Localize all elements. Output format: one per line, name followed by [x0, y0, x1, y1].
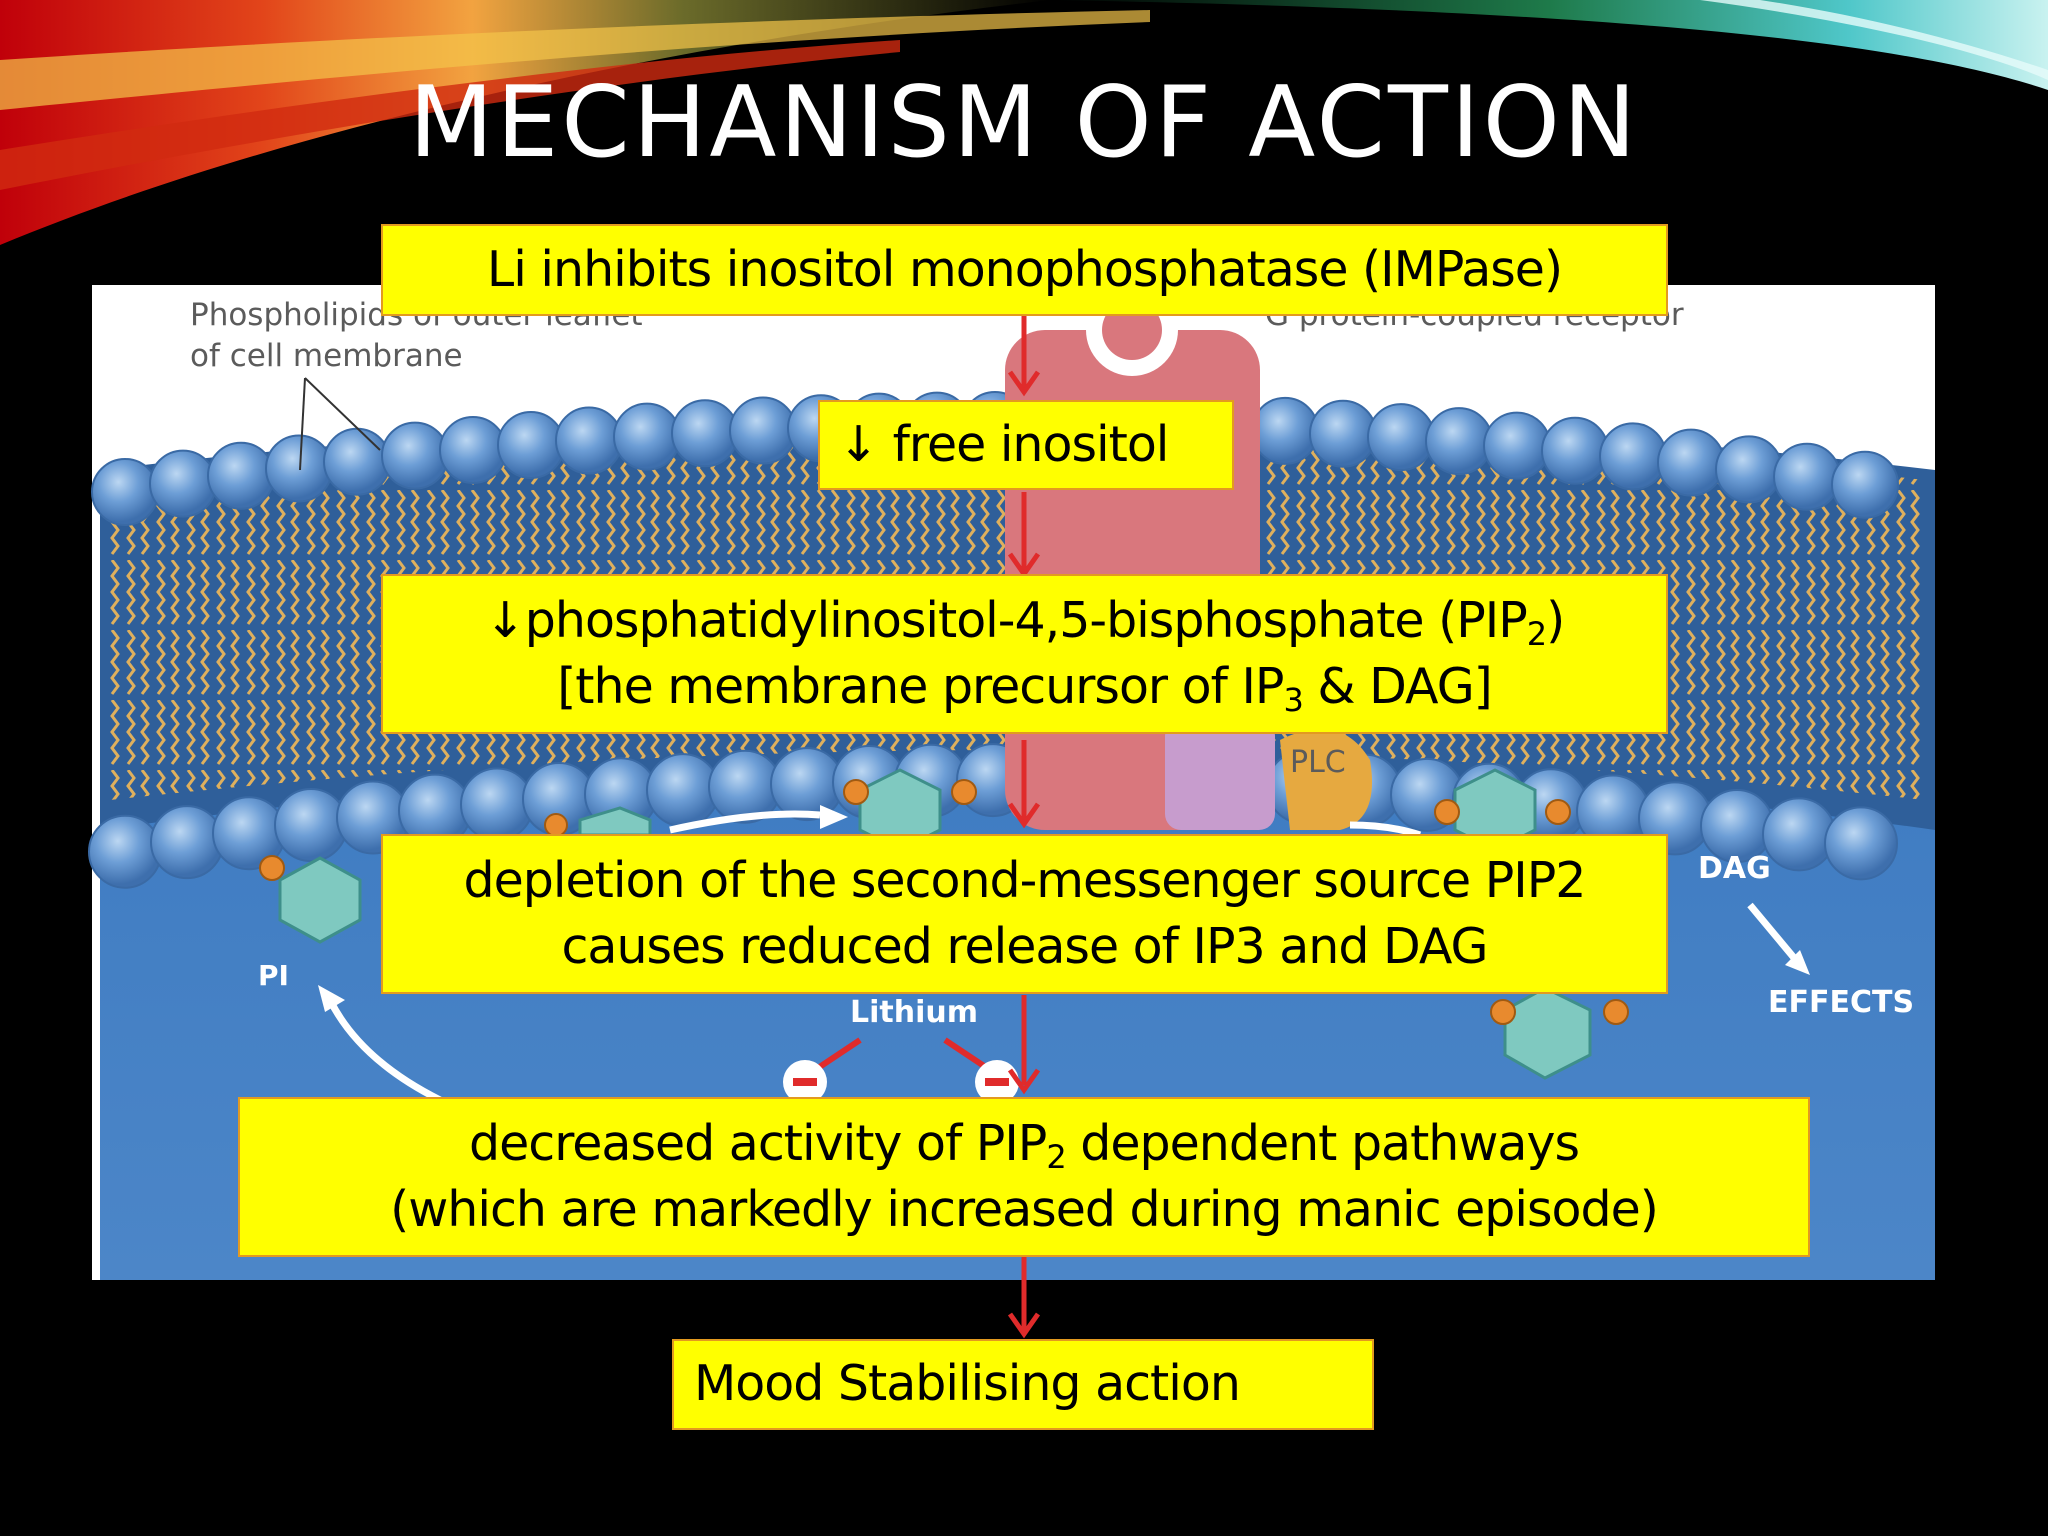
- phospholipid-head: [1599, 422, 1667, 491]
- flow-step-3-line2: [the membrane precursor of IP: [557, 658, 1284, 715]
- flow-step-5-line1: decreased activity of PIP: [469, 1114, 1047, 1172]
- phospholipid-head: [91, 457, 159, 526]
- phospholipid-head: [613, 402, 681, 471]
- flow-step-6-text: Mood Stabilising action: [694, 1355, 1241, 1413]
- lithium-inhibition: [783, 1037, 1019, 1104]
- flow-step-5-line1-end: dependent pathways: [1065, 1114, 1580, 1172]
- flow-step-2-text: ↓ free inositol: [838, 415, 1169, 473]
- phospholipid-head: [555, 406, 623, 475]
- pip2-subscript-2: 2: [1046, 1137, 1066, 1176]
- phospholipid-head: [1309, 399, 1377, 468]
- flow-step-1-text: Li inhibits inositol monophosphatase (IM…: [486, 240, 1563, 298]
- flow-step-4-line1: depletion of the second-messenger source…: [463, 851, 1587, 909]
- flow-step-4: depletion of the second-messenger source…: [381, 834, 1668, 994]
- flow-step-1: Li inhibits inositol monophosphatase (IM…: [381, 224, 1668, 316]
- phospholipid-head: [1715, 435, 1783, 504]
- pathway-arrows: [326, 810, 1803, 1104]
- phospholipid-head: [381, 421, 449, 490]
- slide-title: MECHANISM OF ACTION: [408, 66, 1640, 180]
- phospholipids-label-2: of cell membrane: [190, 338, 463, 374]
- inositol-rings: [278, 768, 1592, 1080]
- ip3-subscript: 3: [1283, 681, 1303, 719]
- phospholipid-head: [323, 427, 391, 496]
- phospholipid-head: [1251, 396, 1319, 465]
- plc-label: PLC: [1290, 745, 1346, 780]
- phospholipid-head: [460, 767, 534, 842]
- flow-step-4-line2: causes reduced release of IP3 and DAG: [561, 918, 1488, 975]
- phospholipid-head: [729, 396, 797, 465]
- flow-step-5: decreased activity of PIP2 dependent pat…: [238, 1097, 1810, 1257]
- phospholipid-head: [265, 434, 333, 503]
- phospholipid-head: [149, 449, 217, 518]
- phospholipid-head: [1773, 442, 1841, 511]
- phospholipid-head: [274, 788, 348, 863]
- pip2-subscript: 2: [1526, 614, 1547, 653]
- phospholipid-head: [1657, 428, 1725, 497]
- dag-label: DAG: [1698, 851, 1771, 886]
- flow-step-3-line1-end: ): [1546, 591, 1565, 649]
- flow-step-3-line1: ↓phosphatidylinositol-4,5-bisphosphate (…: [484, 591, 1528, 649]
- pi-label: PI: [258, 959, 289, 992]
- phospholipid-head: [1831, 450, 1899, 519]
- phospholipid-head: [207, 441, 275, 510]
- phospholipid-head: [1824, 806, 1898, 881]
- phospholipid-head: [671, 399, 739, 468]
- phospholipid-head: [88, 814, 162, 889]
- phospholipid-head: [1483, 411, 1551, 480]
- flow-step-5-line2: (which are markedly increased during man…: [390, 1181, 1659, 1238]
- flow-step-3-line2-end: & DAG]: [1302, 658, 1492, 715]
- phospholipid-head: [150, 805, 224, 880]
- effects-label: EFFECTS: [1768, 985, 1914, 1020]
- phosphate-groups: [259, 779, 1629, 1025]
- phospholipid-head: [1367, 403, 1435, 472]
- flow-step-2: ↓ free inositol: [818, 400, 1234, 490]
- flow-step-6: Mood Stabilising action: [672, 1339, 1374, 1430]
- phospholipid-head: [439, 416, 507, 485]
- phospholipid-head: [1541, 416, 1609, 485]
- phospholipid-head: [1762, 797, 1836, 872]
- lithium-label: Lithium: [850, 995, 978, 1030]
- phospholipid-head: [1425, 407, 1493, 476]
- flow-step-3: ↓phosphatidylinositol-4,5-bisphosphate (…: [381, 574, 1668, 734]
- phospholipid-head: [497, 410, 565, 479]
